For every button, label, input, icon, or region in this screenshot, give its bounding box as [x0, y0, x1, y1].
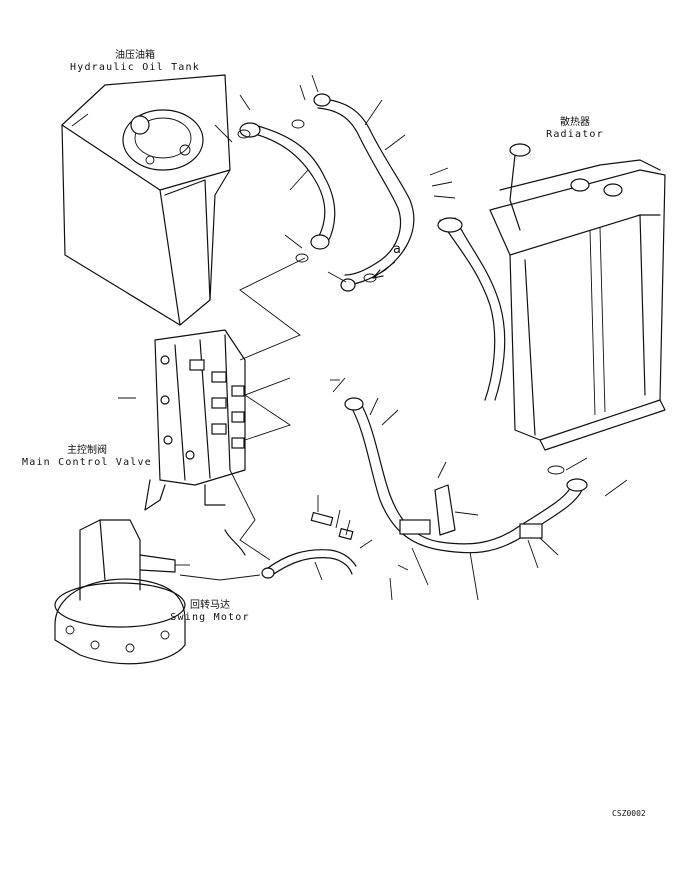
valve-label-zh: 主控制阀: [67, 445, 107, 456]
tank-label-en: Hydraulic Oil Tank: [70, 62, 200, 73]
lower-hoses: [224, 397, 588, 579]
valve-label-en: Main Control Valve: [22, 457, 152, 468]
main-control-valve: [144, 329, 246, 511]
tank-label: 油压油箱 Hydraulic Oil Tank: [70, 50, 200, 74]
radiator-label-en: Radiator: [546, 129, 604, 140]
radiator-hose: [437, 217, 506, 401]
tank-label-zh: 油压油箱: [115, 50, 155, 61]
callout-arrow: [372, 261, 396, 279]
swing-motor: [54, 519, 186, 665]
motor-label-en: Swing Motor: [170, 612, 250, 623]
motor-label-zh: 回转马达: [190, 600, 230, 611]
radiator-label: 散热器 Radiator: [530, 117, 620, 141]
radiator: [489, 143, 666, 451]
leader-lines: [118, 74, 628, 601]
motor-label: 回转马达 Swing Motor: [165, 600, 255, 624]
valve-label: 主控制阀 Main Control Valve: [22, 445, 152, 469]
radiator-label-zh: 散热器: [560, 117, 590, 128]
connection-lines: [179, 257, 340, 581]
drawing-code: CSZ0002: [612, 809, 646, 818]
hydraulic-oil-tank: [61, 74, 231, 326]
callout-letter: a: [393, 242, 401, 257]
upper-hoses: [237, 93, 415, 292]
